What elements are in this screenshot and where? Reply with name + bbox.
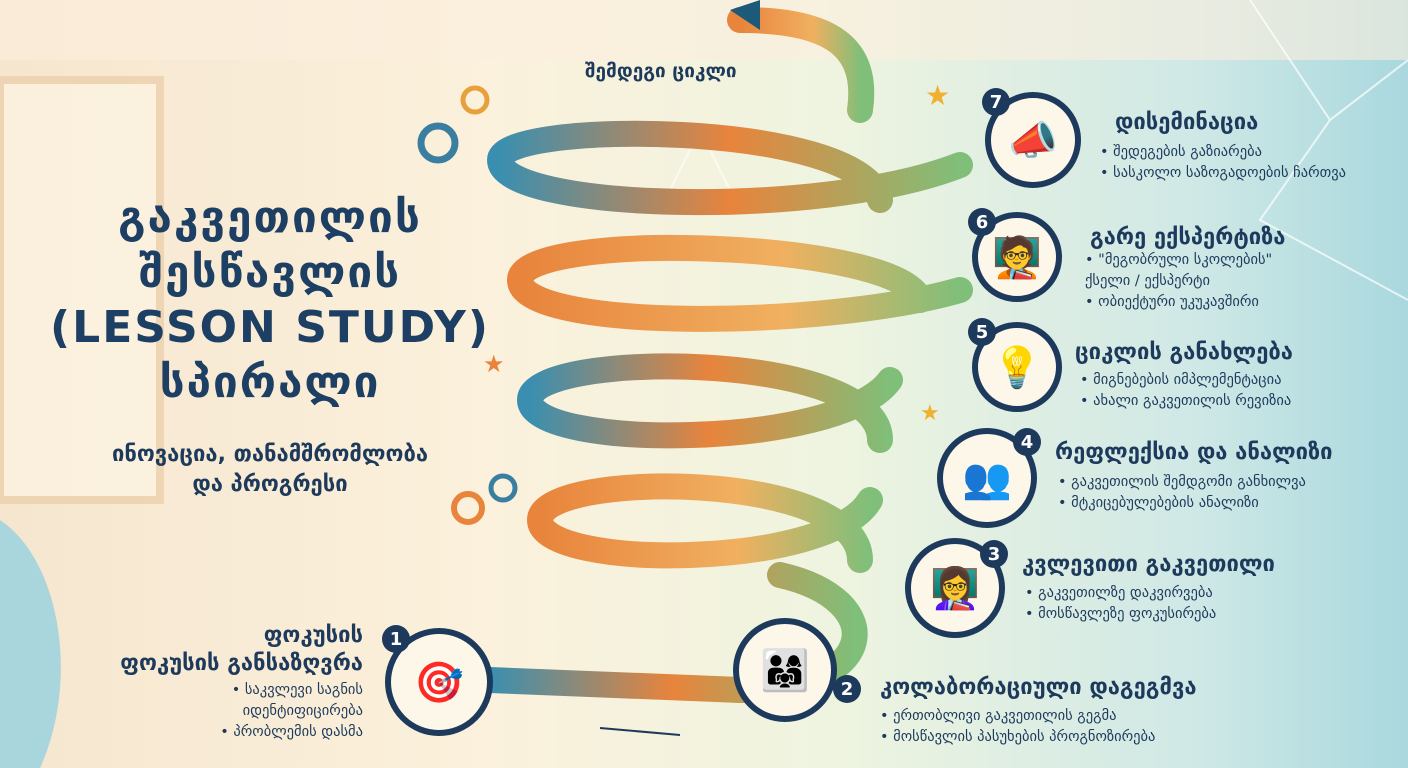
bullet: მტკიცებულებების ანალიზი xyxy=(1058,493,1306,514)
gear-icon xyxy=(417,122,459,164)
step-4-title: რეფლექსია და ანალიზი xyxy=(1055,440,1333,465)
team-planning-icon: 👨‍👩‍👧 xyxy=(733,618,837,722)
next-cycle-label: შემდეგი ციკლი xyxy=(585,60,737,82)
step-3-number: 3 xyxy=(980,540,1008,568)
step-7-bullets: შედეგების გაზიარებასასკოლო საზოგადოების … xyxy=(1100,142,1346,184)
step-1-title: ფოკუსის ფოკუსის განსაზღვრა xyxy=(120,622,363,678)
bullet: გაკვეთილზე დაკვირვება xyxy=(1025,583,1216,604)
lightbulb-icon: 💡 xyxy=(972,322,1062,412)
subtitle-line-1: ინოვაცია, თანამშრომლობა xyxy=(111,442,429,467)
step-7-number: 7 xyxy=(982,88,1010,116)
step-4-bullets: გაკვეთილის შემდგომი განხილვამტკიცებულებე… xyxy=(1058,472,1306,514)
bullet: გაკვეთილის შემდგომი განხილვა xyxy=(1058,472,1306,493)
spiral-graphic xyxy=(477,7,973,704)
bullet: ქსელი / ექსპერტი xyxy=(1085,273,1211,289)
svg-text:★: ★ xyxy=(925,79,950,112)
bullet: "მეგობრული სკოლების" xyxy=(1085,250,1272,271)
step-7-title: დისემინაცია xyxy=(1115,110,1259,135)
title-line-4: სპირალი xyxy=(159,357,381,408)
bullet: პრობლემის დასმა xyxy=(220,722,363,743)
svg-text:★: ★ xyxy=(483,350,505,378)
svg-text:★: ★ xyxy=(920,401,940,426)
bullet: მიგნებების იმპლემენტაცია xyxy=(1080,370,1291,391)
bullet: ერთობლივი გაკვეთილის გეგმა xyxy=(880,706,1155,727)
step-1-title-line-1: ფოკუსის xyxy=(263,623,363,648)
bullet: სასკოლო საზოგადოების ჩართვა xyxy=(1100,163,1346,184)
bullet: ობიექტური უკუკავშირი xyxy=(1085,292,1272,313)
subtitle: ინოვაცია, თანამშრომლობა და პროგრესი xyxy=(60,440,480,500)
page-title: გაკვეთილის შესწავლის (LESSON STUDY) სპირ… xyxy=(40,190,500,410)
bullet: შედეგების გაზიარება xyxy=(1100,142,1346,163)
bullet: მოსწავლის პასუხების პროგნოზირება xyxy=(880,727,1155,748)
step-4-number: 4 xyxy=(1013,428,1041,456)
gear-icon xyxy=(460,85,490,115)
step-5-bullets: მიგნებების იმპლემენტაციაახალი გაკვეთილის… xyxy=(1080,370,1291,412)
step-1-number: 1 xyxy=(382,625,410,653)
title-line-1: გაკვეთილის xyxy=(118,192,422,243)
step-2-bullets: ერთობლივი გაკვეთილის გეგმამოსწავლის პასუ… xyxy=(880,706,1155,748)
step-5-number: 5 xyxy=(968,318,996,346)
bullet: მოსწავლეზე ფოკუსირება xyxy=(1025,604,1216,625)
step-1-bullets: საკვლევი საგნის იდენტიფიცირება პრობლემის დ… xyxy=(220,680,363,743)
title-line-2: შესწავლის xyxy=(138,247,402,298)
bullet: საკვლევი საგნის xyxy=(220,680,363,701)
step-2-number: 2 xyxy=(833,675,861,703)
classroom-icon: 👩‍🏫 xyxy=(905,538,1005,638)
step-3-title: კვლევითი გაკვეთილი xyxy=(1022,552,1275,577)
gear-icon xyxy=(488,473,518,503)
step-2-title: კოლაბორაციული დაგეგმვა xyxy=(880,675,1197,700)
title-line-3: (LESSON STUDY) xyxy=(50,302,490,353)
subtitle-line-2: და პროგრესი xyxy=(192,472,348,497)
step-6-bullets: "მეგობრული სკოლების" ქსელი / ექსპერტი ობიე… xyxy=(1085,250,1272,313)
step-1-title-line-2: ფოკუსის განსაზღვრა xyxy=(120,651,363,676)
step-5-title: ციკლის განახლება xyxy=(1075,340,1293,365)
step-3-bullets: გაკვეთილზე დაკვირვებამოსწავლეზე ფოკუსირე… xyxy=(1025,583,1216,625)
bullet: იდენტიფიცირება xyxy=(242,703,363,719)
gear-icon xyxy=(451,491,485,525)
bullet: ახალი გაკვეთილის რევიზია xyxy=(1080,391,1291,412)
step-6-number: 6 xyxy=(968,208,996,236)
step-6-title: გარე ექსპერტიზა xyxy=(1090,225,1286,250)
